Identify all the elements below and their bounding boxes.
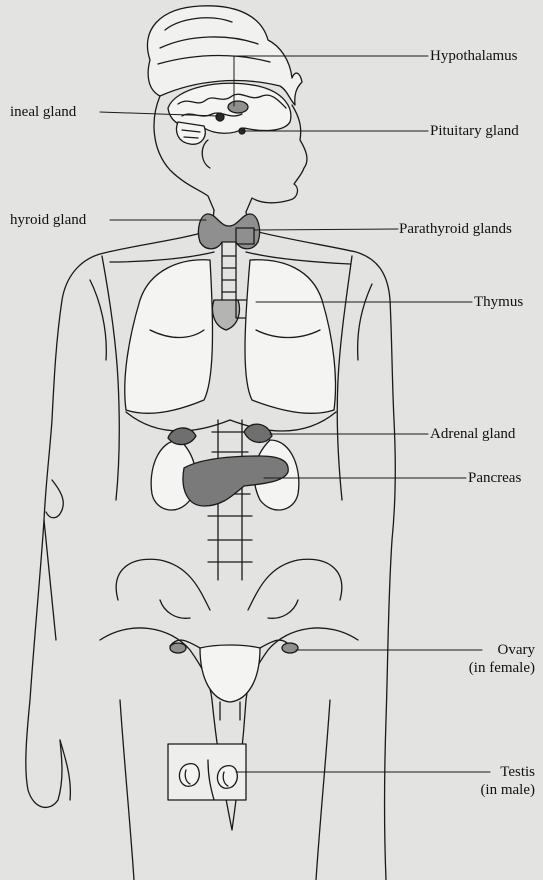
uterus [200,645,260,702]
left-ovary [170,643,186,653]
label-testis: Testis (in male) [480,763,535,799]
leader-parathyroid [254,229,398,230]
right-lung [245,260,336,413]
label-adrenal-gland: Adrenal gland [430,425,515,443]
label-thyroid-gland: hyroid gland [10,211,86,229]
label-pituitary-gland: Pituitary gland [430,122,519,140]
label-testis-note: (in male) [480,781,535,799]
label-ovary-note: (in female) [469,659,535,677]
label-pineal-gland: ineal gland [10,103,76,121]
label-testis-title: Testis [480,763,535,781]
ear [202,140,210,168]
label-hypothalamus: Hypothalamus [430,47,518,65]
label-ovary: Ovary (in female) [469,641,535,677]
right-adrenal [244,424,272,442]
label-ovary-title: Ovary [469,641,535,659]
label-pancreas: Pancreas [468,469,521,487]
pelvis [116,559,342,610]
hypothalamus-mark [228,101,248,113]
right-ovary [282,643,298,653]
cerebellum [177,122,206,144]
label-parathyroid-glands: Parathyroid glands [399,220,512,238]
pineal-mark [216,113,224,121]
label-thymus: Thymus [474,293,523,311]
